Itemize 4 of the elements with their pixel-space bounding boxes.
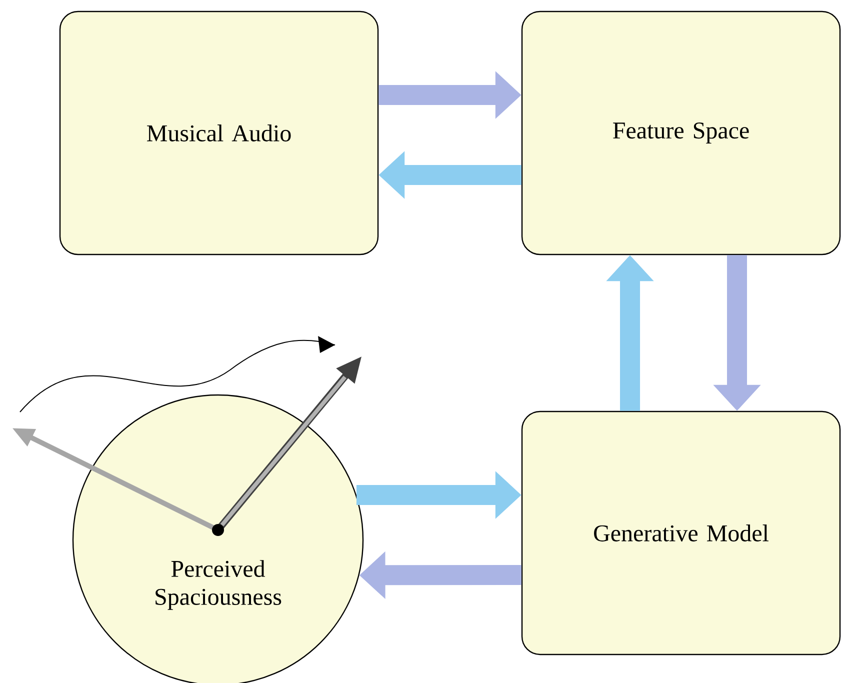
- process-box: Generative Model: [521, 410, 841, 656]
- process-box: Feature Space: [521, 10, 841, 256]
- circle-node: Perceived Spaciousness: [72, 394, 364, 683]
- process-box: Musical Audio: [59, 10, 379, 256]
